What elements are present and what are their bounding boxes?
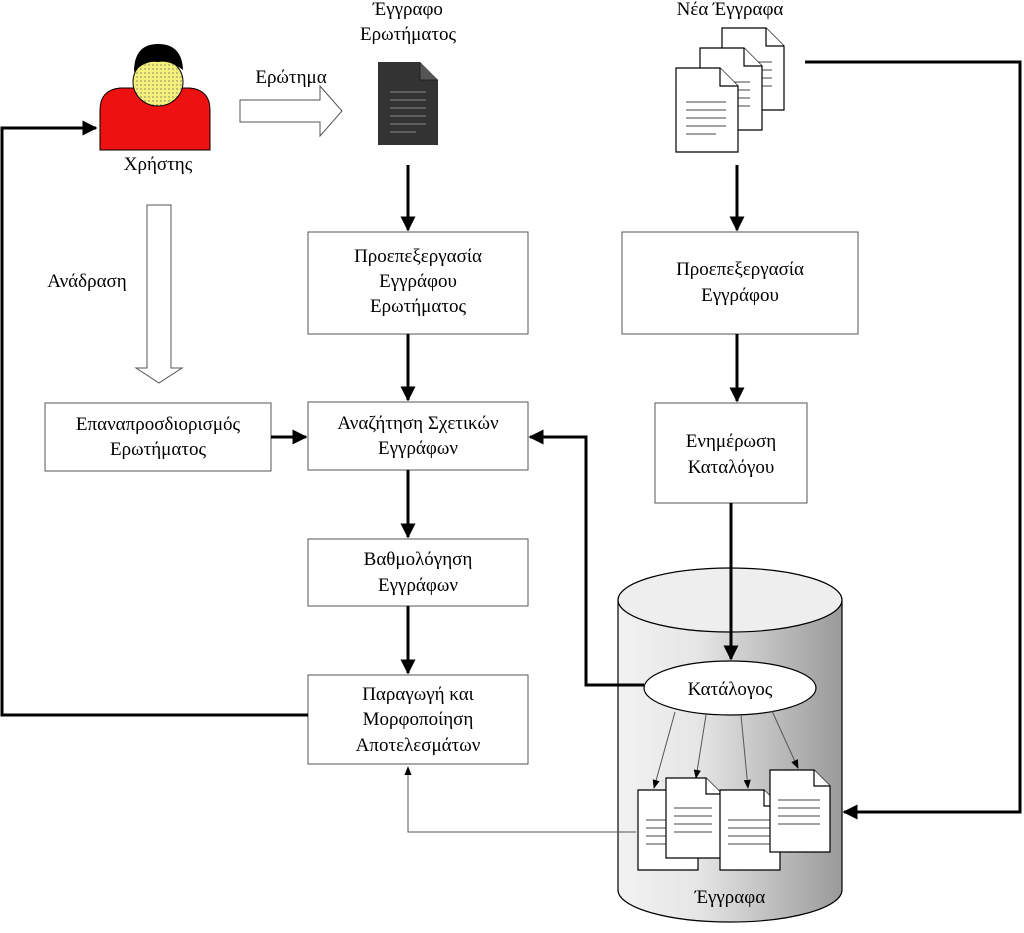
svg-text:Αναζήτηση Σχετικών: Αναζήτηση Σχετικών <box>337 413 499 434</box>
user-icon <box>99 44 211 151</box>
arrow-newdocs-to-database <box>805 60 1022 820</box>
svg-text:Ερωτήματος: Ερωτήματος <box>110 439 206 460</box>
query-document-icon <box>378 62 438 145</box>
preprocess-query-box: Προεπεξεργασία Εγγράφου Ερωτήματος <box>307 231 529 335</box>
svg-text:Προεπεξεργασία: Προεπεξεργασία <box>676 259 804 280</box>
svg-text:Κατάλογος: Κατάλογος <box>688 679 773 700</box>
svg-text:Αποτελεσμάτων: Αποτελεσμάτων <box>356 735 481 756</box>
svg-text:Παραγωγή και: Παραγωγή και <box>362 684 474 705</box>
svg-text:Επαναπροσδιορισμός: Επαναπροσδιορισμός <box>76 414 241 435</box>
svg-text:Βαθμολόγηση: Βαθμολόγηση <box>364 549 473 570</box>
stored-documents-icon <box>637 769 831 871</box>
svg-text:Καταλόγου: Καταλόγου <box>688 457 775 478</box>
arrow-catalog-doc1 <box>652 711 676 789</box>
query-doc-label-line2: Ερωτήματος <box>360 24 456 45</box>
feedback-label: Ανάδραση <box>47 271 126 292</box>
arrow-results-to-user <box>0 120 308 717</box>
requery-box: Επαναπροσδιορισμός Ερωτήματος <box>44 402 272 472</box>
update-catalog-box: Ενημέρωση Καταλόγου <box>654 402 808 504</box>
svg-text:Προεπεξεργασία: Προεπεξεργασία <box>354 246 482 267</box>
svg-text:Ενημέρωση: Ενημέρωση <box>686 431 776 452</box>
svg-text:Εγγράφου: Εγγράφου <box>701 285 779 306</box>
user-label: Χρήστης <box>124 154 193 175</box>
catalog-node: Κατάλογος <box>643 660 817 716</box>
arrow-database-to-results <box>404 766 636 833</box>
query-hollow-arrow <box>239 84 343 138</box>
svg-text:Ερωτήματος: Ερωτήματος <box>370 296 466 317</box>
new-documents-label: Νέα Έγγραφα <box>677 0 784 20</box>
arrow-catalog-to-search <box>528 429 644 687</box>
results-box: Παραγωγή και Μορφοποίηση Αποτελεσμάτων <box>307 674 529 765</box>
arrow-catalog-doc2 <box>693 714 707 779</box>
rank-box: Βαθμολόγηση Εγγράφων <box>307 538 529 607</box>
svg-text:Εγγράφων: Εγγράφων <box>378 575 458 596</box>
new-documents-icon <box>675 27 785 153</box>
preprocess-document-box: Προεπεξεργασία Εγγράφου <box>621 231 859 335</box>
search-box: Αναζήτηση Σχετικών Εγγράφων <box>307 401 529 471</box>
svg-text:Εγγράφου: Εγγράφου <box>379 271 457 292</box>
query-doc-label-line1: Έγγραφο <box>372 0 443 20</box>
feedback-hollow-arrow <box>134 204 184 384</box>
svg-text:Μορφοποίηση: Μορφοποίηση <box>363 709 474 730</box>
arrow-catalog-doc3 <box>740 714 751 789</box>
arrow-catalog-doc4 <box>771 710 799 769</box>
query-arrow-label: Ερώτημα <box>255 67 326 88</box>
documents-label: Έγγραφα <box>694 887 765 908</box>
svg-text:Εγγράφων: Εγγράφων <box>378 438 458 459</box>
